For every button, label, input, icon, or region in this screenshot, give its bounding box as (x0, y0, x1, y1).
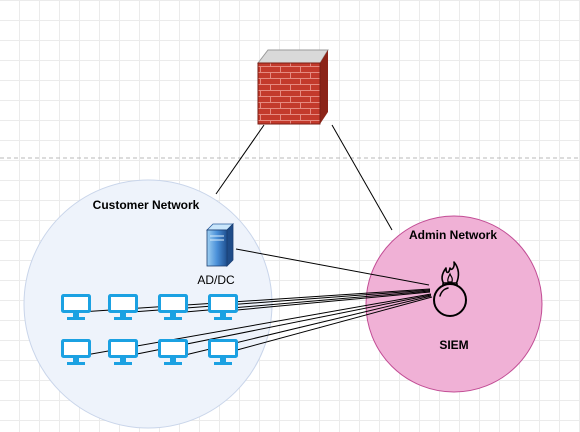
firewall-icon[interactable] (256, 49, 329, 125)
admin-network-label: Admin Network (409, 228, 497, 242)
workstation-5[interactable] (61, 339, 91, 366)
workstation-1[interactable] (61, 294, 91, 321)
edge-firewall-customer[interactable] (215, 124, 265, 195)
edge-addc-siem[interactable] (235, 248, 430, 286)
addc-label: AD/DC (197, 273, 235, 287)
monitor-icon (158, 339, 188, 365)
monitor-icon (158, 294, 188, 320)
workstation-4[interactable] (208, 294, 238, 321)
edge-ws1-siem[interactable] (79, 288, 431, 313)
siem-label: SIEM (439, 338, 468, 352)
grenade-icon (433, 261, 467, 317)
workstation-6[interactable] (108, 339, 138, 366)
siem-node[interactable]: SIEM (433, 261, 469, 352)
edge-ws4-siem[interactable] (236, 291, 431, 311)
edge-firewall-admin[interactable] (331, 124, 393, 231)
workstation-3[interactable] (158, 294, 188, 321)
edge-ws8-siem[interactable] (236, 296, 433, 351)
monitor-icon (108, 339, 138, 365)
edge-ws5-siem[interactable] (79, 293, 432, 357)
monitor-icon (61, 339, 91, 365)
addc-server-node[interactable]: AD/DC (197, 223, 235, 287)
workstation-7[interactable] (158, 339, 188, 366)
edges-to-siem[interactable] (79, 248, 433, 357)
monitor-icon (108, 294, 138, 320)
workstation-group[interactable] (61, 294, 238, 366)
workstation-8[interactable] (208, 339, 238, 366)
workstation-2[interactable] (108, 294, 138, 321)
monitor-icon (208, 294, 238, 320)
monitor-icon (208, 339, 238, 365)
customer-network-label: Customer Network (93, 198, 200, 212)
monitor-icon (61, 294, 91, 320)
server-icon (206, 223, 234, 267)
